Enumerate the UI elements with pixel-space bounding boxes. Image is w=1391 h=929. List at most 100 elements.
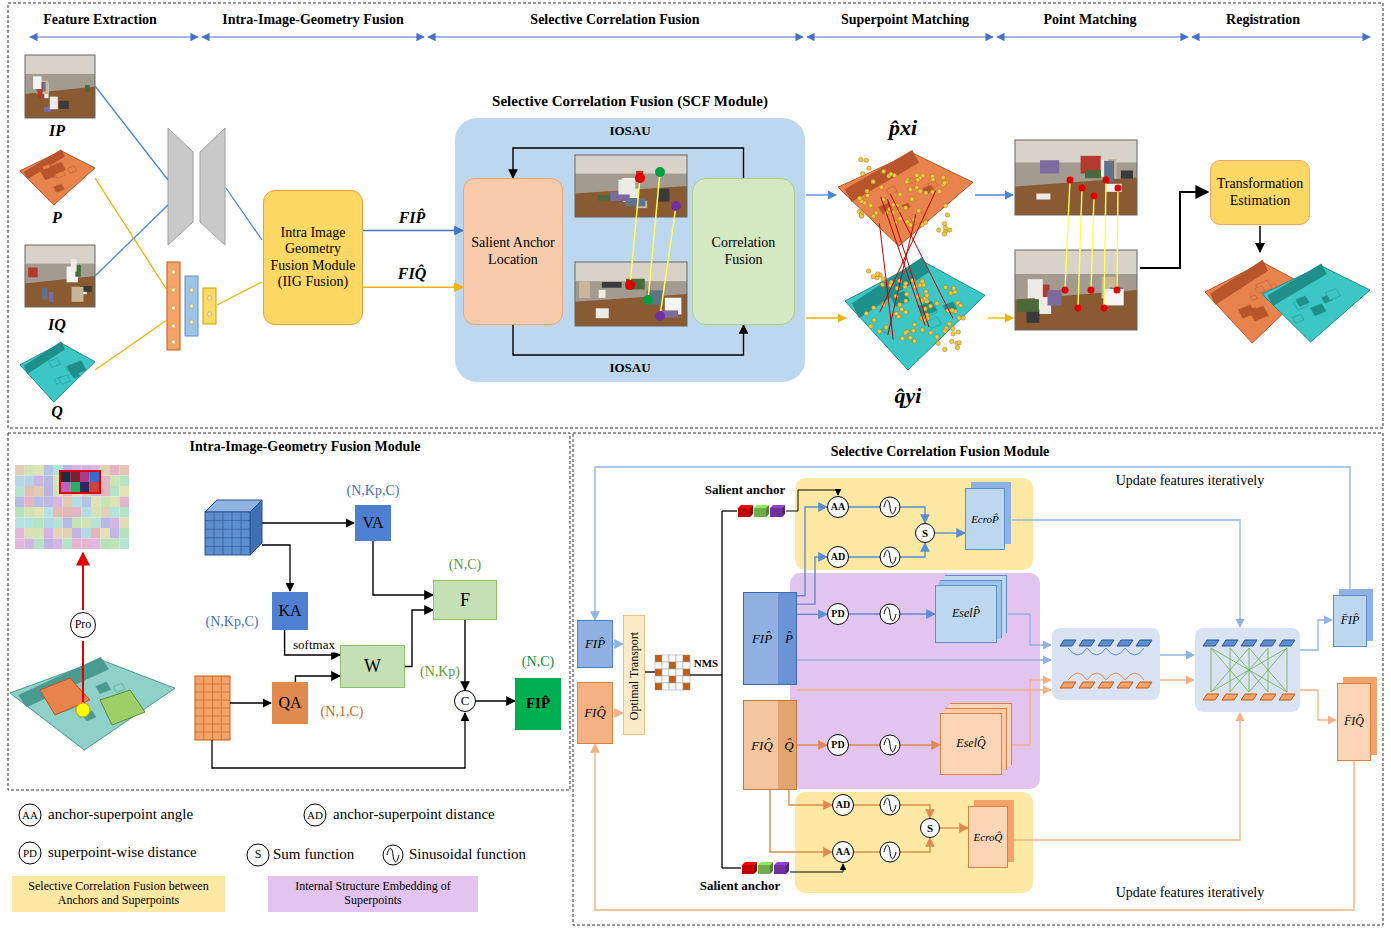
superpoint-dots bbox=[943, 329, 947, 333]
legend-symbol-text: PD bbox=[23, 847, 37, 860]
feature-cube bbox=[205, 512, 250, 555]
legend-text: Sum function bbox=[273, 846, 354, 863]
matching-matrix bbox=[676, 683, 683, 690]
stage-arrow bbox=[30, 36, 198, 37]
image-grid bbox=[101, 497, 111, 508]
scene-photo bbox=[25, 276, 95, 307]
label: Q bbox=[51, 403, 63, 421]
salient-anchor-cubes bbox=[786, 862, 789, 874]
feature-block: EselQ̂ bbox=[940, 713, 1002, 775]
legend-symbol-text: AA bbox=[22, 809, 38, 822]
stage-heading: Superpoint Matching bbox=[841, 12, 969, 28]
image-grid bbox=[101, 486, 111, 497]
process-box: Correlation Fusion bbox=[692, 178, 795, 325]
point-matches bbox=[1115, 185, 1122, 192]
feature-cube bbox=[205, 500, 262, 555]
feature-block: EcroQ̂ bbox=[968, 806, 1008, 868]
point-feature-blocks bbox=[207, 312, 211, 316]
scene-photo bbox=[602, 282, 622, 288]
image-grid bbox=[90, 472, 100, 482]
superpoint-dots bbox=[955, 345, 959, 349]
attention-panel bbox=[1068, 648, 1087, 655]
node-text: IOSAU bbox=[609, 361, 650, 376]
superpoint-dots bbox=[951, 332, 955, 336]
image-grid bbox=[91, 497, 101, 508]
matching-matrix bbox=[669, 662, 676, 669]
anchor-matches bbox=[655, 311, 665, 321]
point-matches bbox=[1078, 188, 1082, 308]
flow-arrow bbox=[806, 317, 846, 318]
point-feature-blocks bbox=[171, 270, 175, 274]
image-grid bbox=[72, 507, 82, 518]
node-text: Q̂ bbox=[784, 739, 793, 754]
text-area: FIP̂ bbox=[515, 678, 561, 730]
node-text: VA bbox=[362, 514, 383, 532]
point-feature-blocks bbox=[171, 324, 175, 328]
attention-panel bbox=[1060, 682, 1076, 688]
superpoint-dots bbox=[881, 277, 885, 281]
superpoint-dots bbox=[880, 283, 884, 287]
text-area: AA bbox=[828, 497, 848, 517]
attention-panel bbox=[1117, 640, 1133, 646]
point-matches bbox=[1104, 180, 1106, 308]
image-grid bbox=[34, 497, 44, 508]
node-text: EselP̂ bbox=[952, 607, 980, 621]
band bbox=[790, 573, 1040, 789]
node-text: PD bbox=[831, 608, 844, 620]
superpoint-dots bbox=[874, 211, 878, 215]
superpoint-dots bbox=[942, 221, 946, 225]
superpoint-dots bbox=[937, 228, 941, 232]
superpoint-dots bbox=[950, 308, 954, 312]
scene-photo bbox=[25, 55, 95, 118]
attention-panel bbox=[1287, 648, 1288, 692]
connector bbox=[935, 532, 965, 533]
image-grid bbox=[61, 482, 71, 492]
tensor-box: W bbox=[340, 645, 405, 688]
flow-line bbox=[690, 674, 722, 675]
sinusoid-symbol bbox=[884, 738, 896, 752]
superpoint-dots bbox=[937, 189, 941, 193]
label: (N,Kp,C) bbox=[206, 614, 259, 630]
superpoint-dots bbox=[877, 329, 881, 333]
point-cloud bbox=[113, 683, 125, 692]
image-grid bbox=[101, 476, 111, 487]
scene-photo bbox=[49, 292, 54, 302]
stage-heading: Registration bbox=[1226, 12, 1300, 28]
tensor-box: KA bbox=[272, 592, 308, 630]
image-grid bbox=[101, 465, 111, 476]
superpoint-dots bbox=[931, 177, 935, 181]
input-line bbox=[95, 205, 168, 276]
superpoint-dots bbox=[904, 299, 908, 303]
encoder-decoder bbox=[200, 128, 225, 245]
matching-matrix bbox=[662, 676, 669, 683]
attention-panel bbox=[1098, 640, 1114, 646]
feature-cube bbox=[205, 529, 250, 530]
sinusoid-symbol bbox=[383, 845, 403, 865]
projection-arrow bbox=[82, 641, 84, 702]
text-area: FIP̂ bbox=[578, 621, 612, 667]
label: P bbox=[52, 209, 62, 227]
input-line bbox=[95, 86, 168, 180]
flow-arrow bbox=[988, 317, 1013, 318]
superpoint-dots bbox=[920, 279, 924, 283]
image-grid bbox=[101, 518, 111, 529]
attention-panel bbox=[1136, 640, 1152, 646]
scene-photo bbox=[575, 155, 687, 174]
superpoint-dots bbox=[910, 197, 914, 201]
matching-matrix bbox=[683, 676, 690, 683]
image-grid bbox=[82, 518, 92, 529]
node-text: AA bbox=[831, 501, 845, 513]
superpoint-dots bbox=[947, 322, 951, 326]
connector-label: FIQ̂ bbox=[396, 265, 428, 283]
attention-panel bbox=[1117, 682, 1133, 688]
connector bbox=[797, 744, 827, 745]
superpoint-dots bbox=[871, 179, 875, 183]
superpoint-dots bbox=[903, 281, 907, 285]
image-grid bbox=[25, 507, 35, 518]
node-text: IOSAU bbox=[609, 124, 650, 139]
point-cloud bbox=[1311, 304, 1326, 316]
superpoint-dots bbox=[957, 316, 961, 320]
module-region: Selective Correlation Fusion (SCF Module… bbox=[455, 118, 805, 382]
flow-line bbox=[722, 510, 737, 511]
node-text: FIP̂ bbox=[752, 632, 772, 647]
